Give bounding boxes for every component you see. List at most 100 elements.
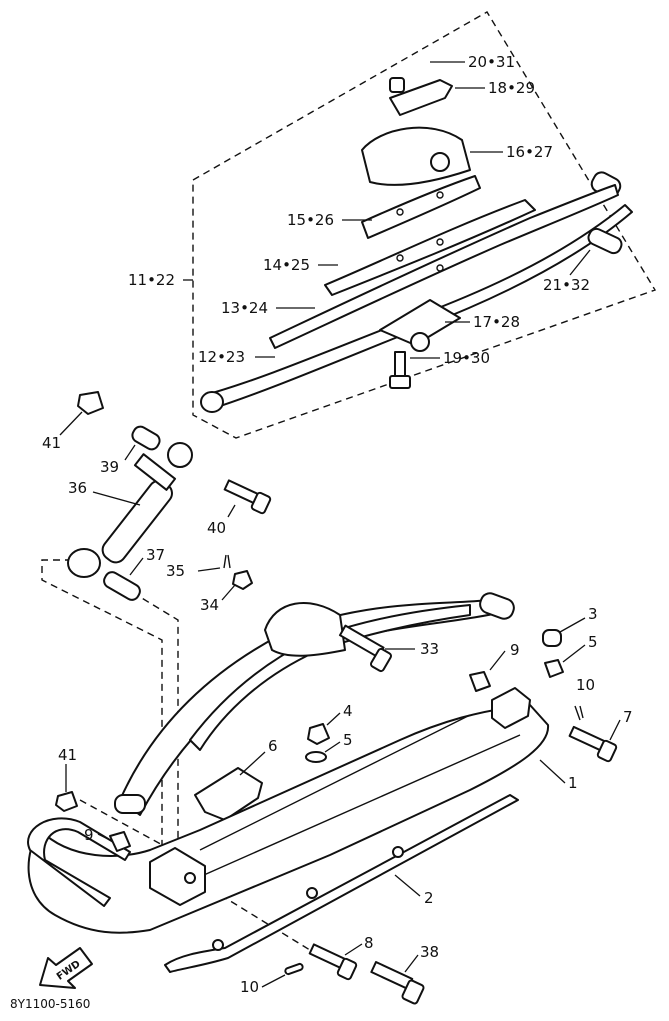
saddle-bore	[430, 152, 450, 172]
leaf-spring-subassembly-outline	[192, 11, 657, 439]
callout-15-26: 15•26	[287, 211, 334, 229]
leaf-hole	[436, 238, 444, 246]
leaf-13	[269, 184, 619, 349]
bolt-19	[394, 351, 406, 379]
callout-7: 7	[623, 708, 633, 726]
callout-16-27: 16•27	[506, 143, 553, 161]
callout-10-bottom: 10	[240, 978, 259, 996]
callout-34: 34	[200, 596, 219, 614]
ski-rear-bracket	[491, 687, 531, 729]
callout-14-25: 14•25	[263, 256, 310, 274]
cap-nut-41-bottom	[55, 791, 78, 812]
callout-3: 3	[588, 605, 598, 623]
collar-39	[131, 425, 161, 451]
forward-arrow: FWD	[39, 947, 93, 989]
callout-40: 40	[207, 519, 226, 537]
nut-9a	[469, 671, 491, 692]
callout-9-bottom: 9	[84, 826, 94, 844]
bolt-38-shank	[370, 961, 414, 990]
installed-leaf-spring	[114, 592, 515, 816]
collar-37	[103, 571, 141, 601]
callout-8: 8	[364, 934, 374, 952]
callout-36: 36	[68, 479, 87, 497]
callout-10-top: 10	[576, 676, 595, 694]
callout-35: 35	[166, 562, 185, 580]
bolt-19-head	[389, 375, 411, 389]
nut-20	[389, 77, 405, 93]
callout-41-bottom: 41	[58, 746, 77, 764]
wear-bar-stud	[212, 939, 224, 951]
callout-37: 37	[146, 546, 165, 564]
callout-17-28: 17•28	[473, 313, 520, 331]
installed-front-eye	[114, 794, 146, 814]
shock-guide-line-2	[111, 579, 179, 860]
bolt-33-head	[370, 647, 392, 673]
leader-lines	[59, 61, 621, 988]
callout-11-22: 11•22	[128, 271, 175, 289]
washer-5b	[305, 751, 327, 763]
lower-plate	[379, 299, 461, 346]
drawing-code: 8Y1100-5160	[10, 997, 90, 1011]
nut-4	[307, 723, 330, 745]
nut-34	[232, 570, 253, 590]
collar-3	[542, 629, 562, 647]
wear-bar-stud	[392, 846, 404, 858]
collar-21	[587, 227, 623, 255]
lower-plate-boss	[410, 332, 430, 352]
bolt-40-head	[250, 491, 272, 515]
leaf-hole	[396, 208, 404, 216]
callout-19-30: 19•30	[443, 349, 490, 367]
clip-6	[194, 767, 263, 821]
callout-18-29: 18•29	[488, 79, 535, 97]
shock-rod	[133, 453, 177, 491]
callout-20-31: 20•31	[468, 53, 515, 71]
leaf-spring-stack	[200, 171, 633, 413]
main-leaf-eye-front	[200, 391, 224, 413]
wear-bar	[164, 794, 519, 973]
callout-5-mid: 5	[343, 731, 353, 749]
ski-front-loop	[27, 817, 131, 907]
shock-top-eye	[167, 442, 193, 468]
leaf-14	[324, 199, 536, 296]
cotter-pin-10a	[574, 705, 584, 721]
ski-mount-bracket	[149, 847, 206, 906]
leaf-hole	[436, 264, 444, 272]
callout-4: 4	[343, 702, 353, 720]
callout-5-top: 5	[588, 633, 598, 651]
callout-2: 2	[424, 889, 434, 907]
callout-9-top: 9	[510, 641, 520, 659]
shock-absorber	[67, 442, 193, 578]
ski-top-line	[199, 714, 471, 851]
callout-39: 39	[100, 458, 119, 476]
wear-bar-stud	[306, 887, 318, 899]
clamp-plate	[389, 79, 453, 116]
nut-9b	[109, 831, 131, 852]
bracket-hole	[184, 872, 196, 884]
callout-6: 6	[268, 737, 278, 755]
callout-33: 33	[420, 640, 439, 658]
shock-guide-line	[41, 559, 163, 860]
callout-21-32: 21•32	[543, 276, 590, 294]
cap-nut-41-top	[77, 391, 104, 415]
callout-12-23: 12•23	[198, 348, 245, 366]
leaf-hole	[436, 191, 444, 199]
callout-41-top: 41	[42, 434, 61, 452]
cotter-pin-10b	[284, 962, 304, 976]
bolt-axis-line-2	[79, 799, 191, 861]
bolt-8-head	[336, 957, 358, 981]
ski-runner-line	[169, 734, 521, 891]
callout-labels: 20•31 18•29 16•27 15•26 14•25 11•22 13•2…	[42, 53, 633, 996]
washer-5a	[544, 659, 564, 678]
bolt-38-head	[401, 979, 425, 1005]
spring-saddle	[361, 126, 471, 186]
installed-saddle	[264, 602, 346, 657]
bolt-7-head	[596, 739, 618, 763]
cotter-pin-35	[223, 554, 231, 569]
callout-1: 1	[568, 774, 578, 792]
leaf-hole	[396, 254, 404, 262]
main-leaf	[204, 204, 633, 411]
leaf-15	[361, 175, 481, 239]
installed-rear-eye	[479, 592, 515, 620]
fwd-arrow-shape	[39, 947, 93, 989]
